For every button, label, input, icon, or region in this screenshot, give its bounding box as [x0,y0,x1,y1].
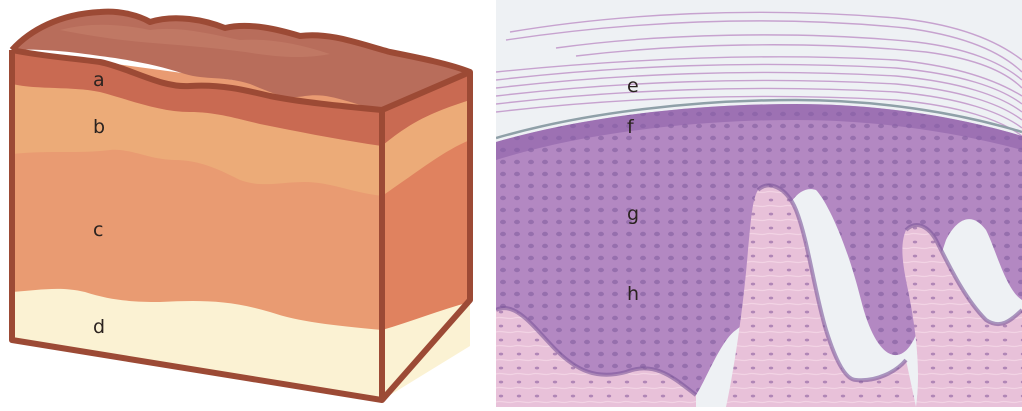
label-d: d [93,316,105,338]
label-g: g [627,203,639,225]
label-b: b [93,116,105,138]
label-h: h [627,283,639,305]
label-c: c [93,219,103,241]
skin-layer-diagram: a b c d [0,0,490,407]
label-e: e [627,75,639,97]
skin-block-illustration: a b c d [0,0,490,407]
histology-micrograph: e f g h [496,0,1022,407]
label-a: a [93,69,105,91]
epidermis-micrograph: e f g h [496,0,1022,407]
